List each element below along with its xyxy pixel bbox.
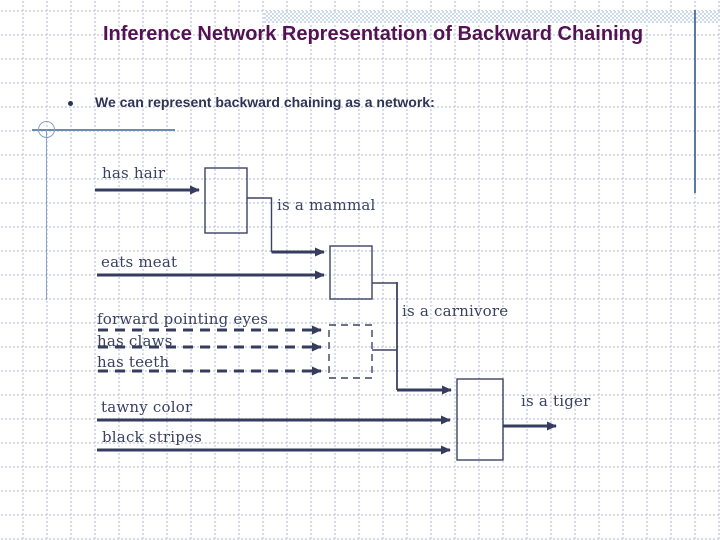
header-band-decoration	[264, 11, 720, 23]
connector-mammal-elbow	[247, 197, 273, 252]
label-is-a-tiger: is a tiger	[521, 392, 591, 410]
and-box-carnivore-alt-dashed	[328, 324, 373, 379]
and-box-tiger	[456, 378, 504, 461]
and-box-carnivore	[329, 245, 373, 300]
label-forward-pointing-eyes: forward pointing eyes	[97, 310, 269, 328]
bullet-icon	[68, 101, 73, 106]
ornament-circle-icon	[38, 121, 55, 138]
ornament-vertical-line	[46, 130, 47, 300]
label-has-claws: has claws	[97, 332, 173, 350]
label-eats-meat: eats meat	[101, 253, 178, 271]
ornament-horizontal-line	[32, 129, 175, 131]
label-is-a-carnivore: is a carnivore	[402, 302, 509, 320]
label-has-teeth: has teeth	[97, 353, 170, 371]
label-black-stripes: black stripes	[102, 428, 203, 446]
label-has-hair: has hair	[102, 164, 166, 182]
bullet-row: We can represent backward chaining as a …	[66, 94, 666, 111]
label-is-a-mammal: is a mammal	[277, 196, 376, 214]
slide-title: Inference Network Representation of Back…	[102, 23, 644, 45]
label-tawny-color: tawny color	[101, 398, 193, 416]
right-rule-decoration	[694, 10, 696, 193]
bullet-text: We can represent backward chaining as a …	[95, 94, 435, 110]
and-box-mammal	[204, 167, 248, 234]
